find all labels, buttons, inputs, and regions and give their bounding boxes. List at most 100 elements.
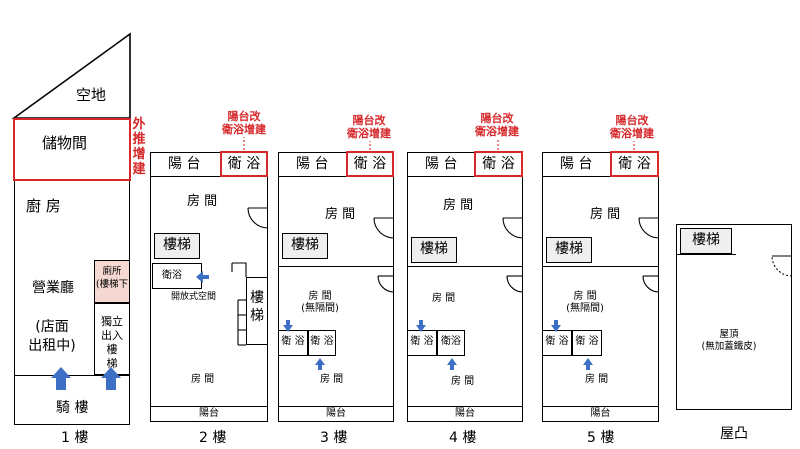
floor-2-stairs [154,233,200,259]
floor-5-bathroom-label: 衛 浴 [618,156,651,172]
kitchen-label: 廚 房 [26,197,61,215]
floor-2-front-balcony-label: 陽台 [199,408,219,419]
floor-5-room-top-label: 房 間 [590,207,621,222]
floor-4-bathroom [474,151,523,177]
floor-5-stairs-label: 樓梯 [555,241,583,257]
floor-4-outline [407,152,523,422]
note-line: 陽台改 [615,114,649,127]
floor-4-bath-2-label: 衛浴 [441,336,461,347]
floor-3-bath-1 [278,330,308,356]
floor-3-front-balcony-line [278,406,394,407]
roof-stairs-wall [676,254,736,255]
floor-2-room-bottom-label: 房 間 [191,374,215,385]
floor-4-stairs [411,237,457,263]
floor-2-bathroom [220,151,268,177]
storage-room [13,118,131,181]
stairs-line: 樓 [106,343,118,356]
floor-3-outline [278,152,394,422]
floor-2-bath-note: 陽台改 衛浴增建 [218,110,270,136]
vacant-lot-label: 空地 [76,86,107,104]
shop-rental-line: (店面 [35,319,69,335]
roof-outline [676,224,792,410]
side-stairs-char: 樓 [250,290,264,306]
floor-2-side-stairs-label: 樓 梯 [246,289,268,325]
floor-1-label: 1 樓 [61,430,89,446]
floor-2-balcony-line [150,176,268,177]
floor-3-bathroom-label: 衛 浴 [353,156,387,172]
floor-3-bathroom [346,151,394,177]
floor-2-side-stairs [246,277,268,345]
floor-4-room-bottom-label: 房 間 [451,376,475,387]
push-out-note: 外 推 增 建 [131,117,147,177]
floor-5-bath-2-label: 衛 浴 [575,336,599,347]
toilet-under-stairs-label: 廁所 (樓梯下 [94,265,130,291]
note-line: 衛浴增建 [475,125,519,138]
floor-2-stairs-label: 樓梯 [163,237,191,253]
note-line: 陽台改 [227,110,261,123]
floor-3-bath-note: 陽台改 衛浴增建 [342,114,396,140]
floor-3-balcony-line [278,176,394,177]
push-out-char: 推 [132,132,146,147]
arcade-divider [14,375,130,376]
floor-2-small-bath-label: 衛浴 [162,270,182,281]
side-stairs-char: 梯 [250,308,264,324]
floor-4-bath-1-label: 衛 浴 [410,336,434,347]
floor-5-front-balcony-label: 陽台 [590,408,611,419]
roof-label: 屋凸 [720,426,748,442]
roof-stairs-label: 樓梯 [692,232,720,248]
floor-4-bathroom-label: 衛 浴 [482,156,515,172]
floor-4-front-balcony-label: 陽台 [455,408,475,419]
note-line: 陽台改 [480,112,514,125]
floor-5-front-balcony-line [542,406,659,407]
push-out-char: 外 [132,117,146,132]
floor-4-room-top-label: 房 間 [443,198,474,213]
floor-3-label: 3 樓 [320,430,348,446]
floor-5-outline [542,152,659,422]
floor-5-label: 5 樓 [587,430,615,446]
floor-5-room-mid-label: 房 間 (無隔間) [555,291,615,315]
floor-5-bath-1-label: 衛 浴 [545,336,569,347]
floor-4-mid-wall [407,266,523,267]
stairs-line: 梯 [106,357,118,370]
floor-4-room-mid-label: 房 間 [432,293,456,304]
floor-5-bathroom [610,151,659,177]
toilet-line: 廁所 [102,266,122,277]
floor-4-bath-2 [437,330,465,356]
rooftop-line: (無加蓋鐵皮) [701,341,757,352]
floor-3-bath-1-label: 衛 浴 [281,336,305,347]
stairs-line: 獨立 [101,315,123,328]
floor-5-balcony-line [542,176,659,177]
floor-2-bathroom-label: 衛 浴 [227,156,261,172]
room-mid-line: 房 間 [308,291,332,302]
note-line: 衛浴增建 [347,127,391,140]
floor-5-mid-wall [542,266,659,267]
push-out-char: 建 [132,162,146,177]
toilet-under-stairs [94,260,130,303]
floor-2-front-balcony-line [150,406,268,407]
shop-rental-label: (店面 出租中) [28,318,76,356]
floor-4-label: 4 樓 [449,430,477,446]
floor-3-room-mid-label: 房 間 (無隔間) [290,291,350,315]
floor-2-open-space-label: 開放式空間 [171,292,217,302]
floor-3-mid-wall [278,266,394,267]
floor-5-bath-note: 陽台改 衛浴增建 [605,114,659,140]
floor-3-stairs [282,233,328,259]
room-mid-line: 房 間 [573,291,597,302]
floor-3-bath-2-label: 衛 浴 [310,336,334,347]
floor-5-stairs [546,237,592,263]
floor-4-stairs-label: 樓梯 [420,241,448,257]
room-mid-line: (無隔間) [301,303,339,314]
push-out-char: 增 [132,147,146,162]
floor-2-room-top-label: 房 間 [187,194,218,209]
shop-rental-line: 出租中) [28,338,76,354]
floor-4-balcony-label: 陽 台 [425,156,458,172]
floor-3-stairs-label: 樓梯 [291,237,319,253]
note-line: 衛浴增建 [610,127,654,140]
roof-stairs [680,228,732,254]
arcade-label: 騎 樓 [56,400,89,416]
independent-stairs-label: 獨立 出入 樓 梯 [94,315,130,371]
floor-4-balcony-line [407,176,523,177]
floor-3-room-top-label: 房 間 [325,207,356,222]
